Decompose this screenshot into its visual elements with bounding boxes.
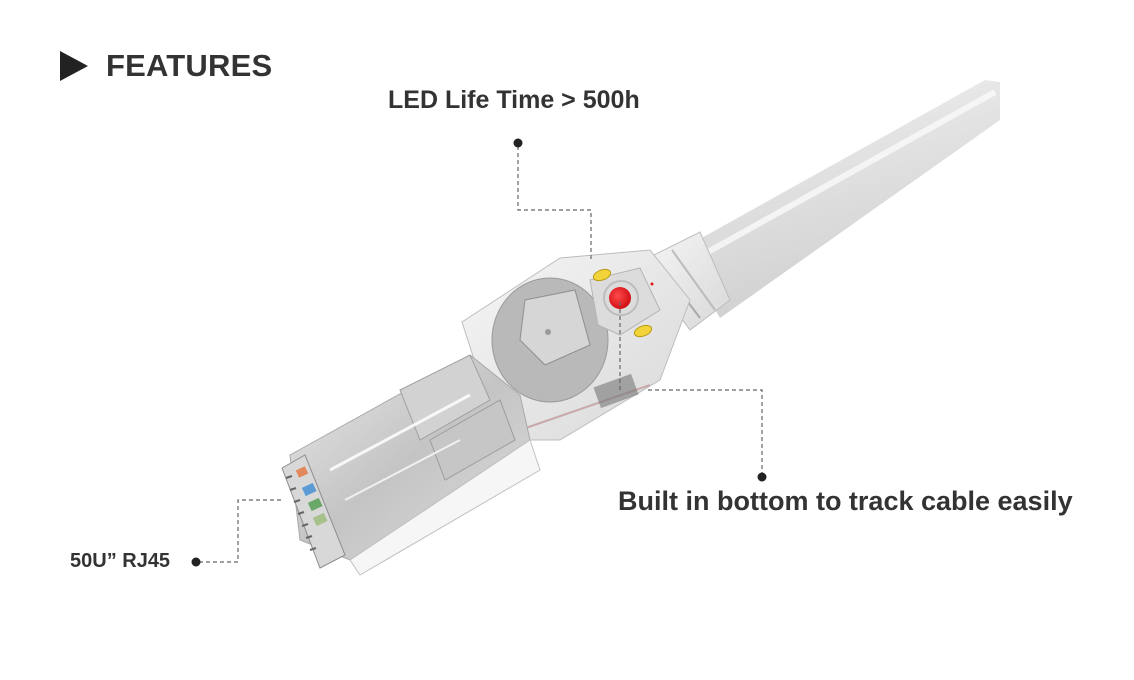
callout-rj45-plating: 50U” RJ45: [70, 550, 171, 572]
callout-dot-bottom: [757, 472, 767, 482]
callout-led-life-time: LED Life Time > 500h: [388, 86, 640, 114]
leader-line-rj45: [199, 499, 284, 563]
leader-lines: [199, 146, 763, 563]
leader-line-led: [517, 146, 592, 262]
features-title: FEATURES: [106, 48, 273, 83]
features-header: FEATURES: [60, 48, 272, 84]
led-indicator-icon: [609, 287, 631, 309]
play-triangle-icon: [60, 51, 88, 81]
rj45-plug: [281, 354, 541, 576]
callout-dot-rj45: [191, 557, 201, 567]
leader-line-bottom: [648, 389, 763, 474]
cable: [680, 80, 1000, 318]
callout-tracking-button: Built in bottom to track cable easily: [618, 486, 1073, 516]
led-housing: [461, 249, 691, 441]
callout-dot-led: [513, 138, 523, 148]
